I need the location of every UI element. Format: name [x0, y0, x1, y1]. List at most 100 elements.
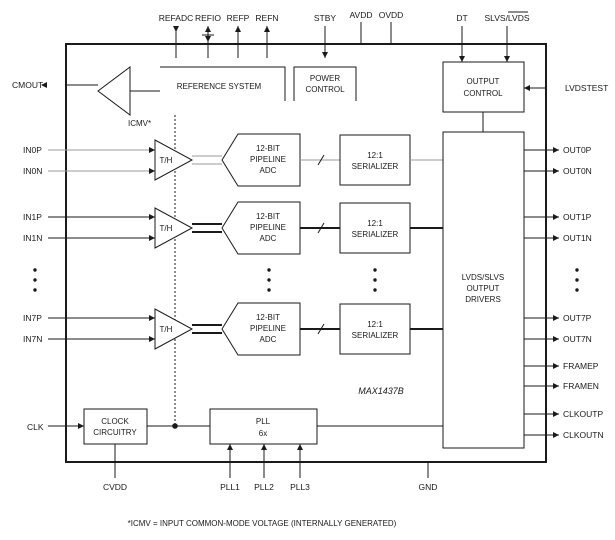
footnote: *ICMV = INPUT COMMON-MODE VOLTAGE (INTER… [128, 519, 397, 528]
pin-pll1: PLL1 [220, 482, 240, 492]
ch7-serializer-label-2: SERIALIZER [352, 331, 399, 340]
ch0-serializer [339, 134, 411, 186]
out7n-arrow [553, 336, 559, 342]
pin-out1p: OUT1P [563, 212, 592, 222]
pin-cvdd: CVDD [103, 482, 127, 492]
ch7-pin-n: IN7N [23, 334, 42, 344]
pin-refadc: REFADC [159, 13, 193, 23]
pin-ovdd: OVDD [379, 10, 404, 20]
pin-pll2: PLL2 [254, 482, 274, 492]
ch0-bus-slash [317, 154, 325, 166]
pin-out0p: OUT0P [563, 145, 592, 155]
pin-slvs-lvds: SLVS/LVDS [484, 13, 529, 23]
arrow-pll3 [297, 444, 303, 450]
pin-framep: FRAMEP [563, 361, 599, 371]
ch7-bus-slash [317, 323, 325, 335]
power-control-label-2: CONTROL [305, 85, 345, 94]
output-control-block [442, 61, 525, 113]
ch0-serializer-label-2: SERIALIZER [352, 162, 399, 171]
output-drivers-block [442, 131, 525, 449]
ch0-track-hold [154, 139, 194, 181]
output-drivers-label-1: LVDS/SLVS [462, 273, 504, 282]
ch7-track-hold [154, 308, 194, 350]
ch7-serializer [339, 303, 411, 355]
arrow-refio-down [205, 36, 211, 42]
ch1-adc-label-3: ADC [260, 234, 277, 243]
ch1-th-label: T/H [160, 224, 173, 233]
ch7-serializer-label-1: 12:1 [367, 320, 383, 329]
framen-arrow [553, 383, 559, 389]
pin-refp: REFP [227, 13, 250, 23]
output-drivers-label-3: DRIVERS [465, 295, 501, 304]
pin-gnd: GND [419, 482, 438, 492]
arrow-cmout [41, 82, 47, 88]
ch1-serializer [339, 202, 411, 254]
ch0-arrow-p [149, 147, 155, 153]
output-drivers-label-2: OUTPUT [467, 284, 500, 293]
pin-refn: REFN [255, 13, 278, 23]
pin-lvdstest: LVDSTEST [565, 83, 608, 93]
ch1-adc-label-2: PIPELINE [250, 223, 286, 232]
ellipsis-serializer [373, 268, 377, 292]
ch7-pin-p: IN7P [23, 313, 42, 323]
out0n-arrow [553, 168, 559, 174]
output-control-label-1: OUTPUT [467, 77, 500, 86]
arrow-refp [235, 26, 241, 32]
ch7-adc-label-1: 12-BIT [256, 313, 280, 322]
clkoutp-arrow [553, 411, 559, 417]
pin-stby: STBY [314, 13, 337, 23]
ch1-arrow-n [149, 235, 155, 241]
pin-cmout: CMOUT [12, 80, 43, 90]
pll-block [209, 408, 318, 445]
arrow-slvs-lvds [504, 56, 510, 62]
icmv-buffer [97, 66, 131, 116]
arrow-refn [264, 26, 270, 32]
arrow-lvdstest [524, 85, 530, 91]
ch0-adc-label-2: PIPELINE [250, 155, 286, 164]
out1p-arrow [553, 214, 559, 220]
clkoutn-arrow [553, 432, 559, 438]
pin-out0n: OUT0N [563, 166, 592, 176]
ch7-arrow-n [149, 336, 155, 342]
ch1-pin-p: IN1P [23, 212, 42, 222]
pin-avdd: AVDD [350, 10, 373, 20]
out7p-arrow [553, 315, 559, 321]
ch1-serializer-label-2: SERIALIZER [352, 230, 399, 239]
ch0-pin-p: IN0P [23, 145, 42, 155]
ellipsis-right [575, 268, 579, 292]
pin-out7p: OUT7P [563, 313, 592, 323]
ch1-pin-n: IN1N [23, 233, 42, 243]
ch7-arrow-p [149, 315, 155, 321]
arrow-pll1 [227, 444, 233, 450]
ch1-track-hold [154, 207, 194, 249]
output-control-label-2: CONTROL [463, 89, 503, 98]
clock-circuitry-label-2: CIRCUITRY [93, 428, 137, 437]
ch0-pin-n: IN0N [23, 166, 42, 176]
arrow-refadc [173, 26, 179, 32]
pin-clk: CLK [27, 422, 44, 432]
pin-out1n: OUT1N [563, 233, 592, 243]
pin-refio: REFIO [195, 13, 221, 23]
ch0-adc-label-3: ADC [260, 166, 277, 175]
power-control-block [293, 66, 357, 101]
pin-clkoutp: CLKOUTP [563, 409, 603, 419]
pll-label-1: PLL [256, 417, 271, 426]
power-control-label-1: POWER [310, 74, 340, 83]
framep-arrow [553, 363, 559, 369]
ch0-arrow-n [149, 168, 155, 174]
pin-clkoutn: CLKOUTN [563, 430, 604, 440]
arrow-clk [78, 423, 84, 429]
ch1-bus-slash [317, 222, 325, 234]
arrow-refio-up [205, 26, 211, 32]
reference-system-label: REFERENCE SYSTEM [177, 82, 262, 91]
arrow-pll2 [261, 444, 267, 450]
ch1-arrow-p [149, 214, 155, 220]
part-number: MAX1437B [358, 386, 404, 396]
pin-framen: FRAMEN [563, 381, 599, 391]
ch7-adc-label-2: PIPELINE [250, 324, 286, 333]
clock-circuitry-label-1: CLOCK [101, 417, 129, 426]
ch7-adc-label-3: ADC [260, 335, 277, 344]
clock-circuitry-block [83, 408, 148, 445]
ellipsis-left [33, 268, 37, 292]
